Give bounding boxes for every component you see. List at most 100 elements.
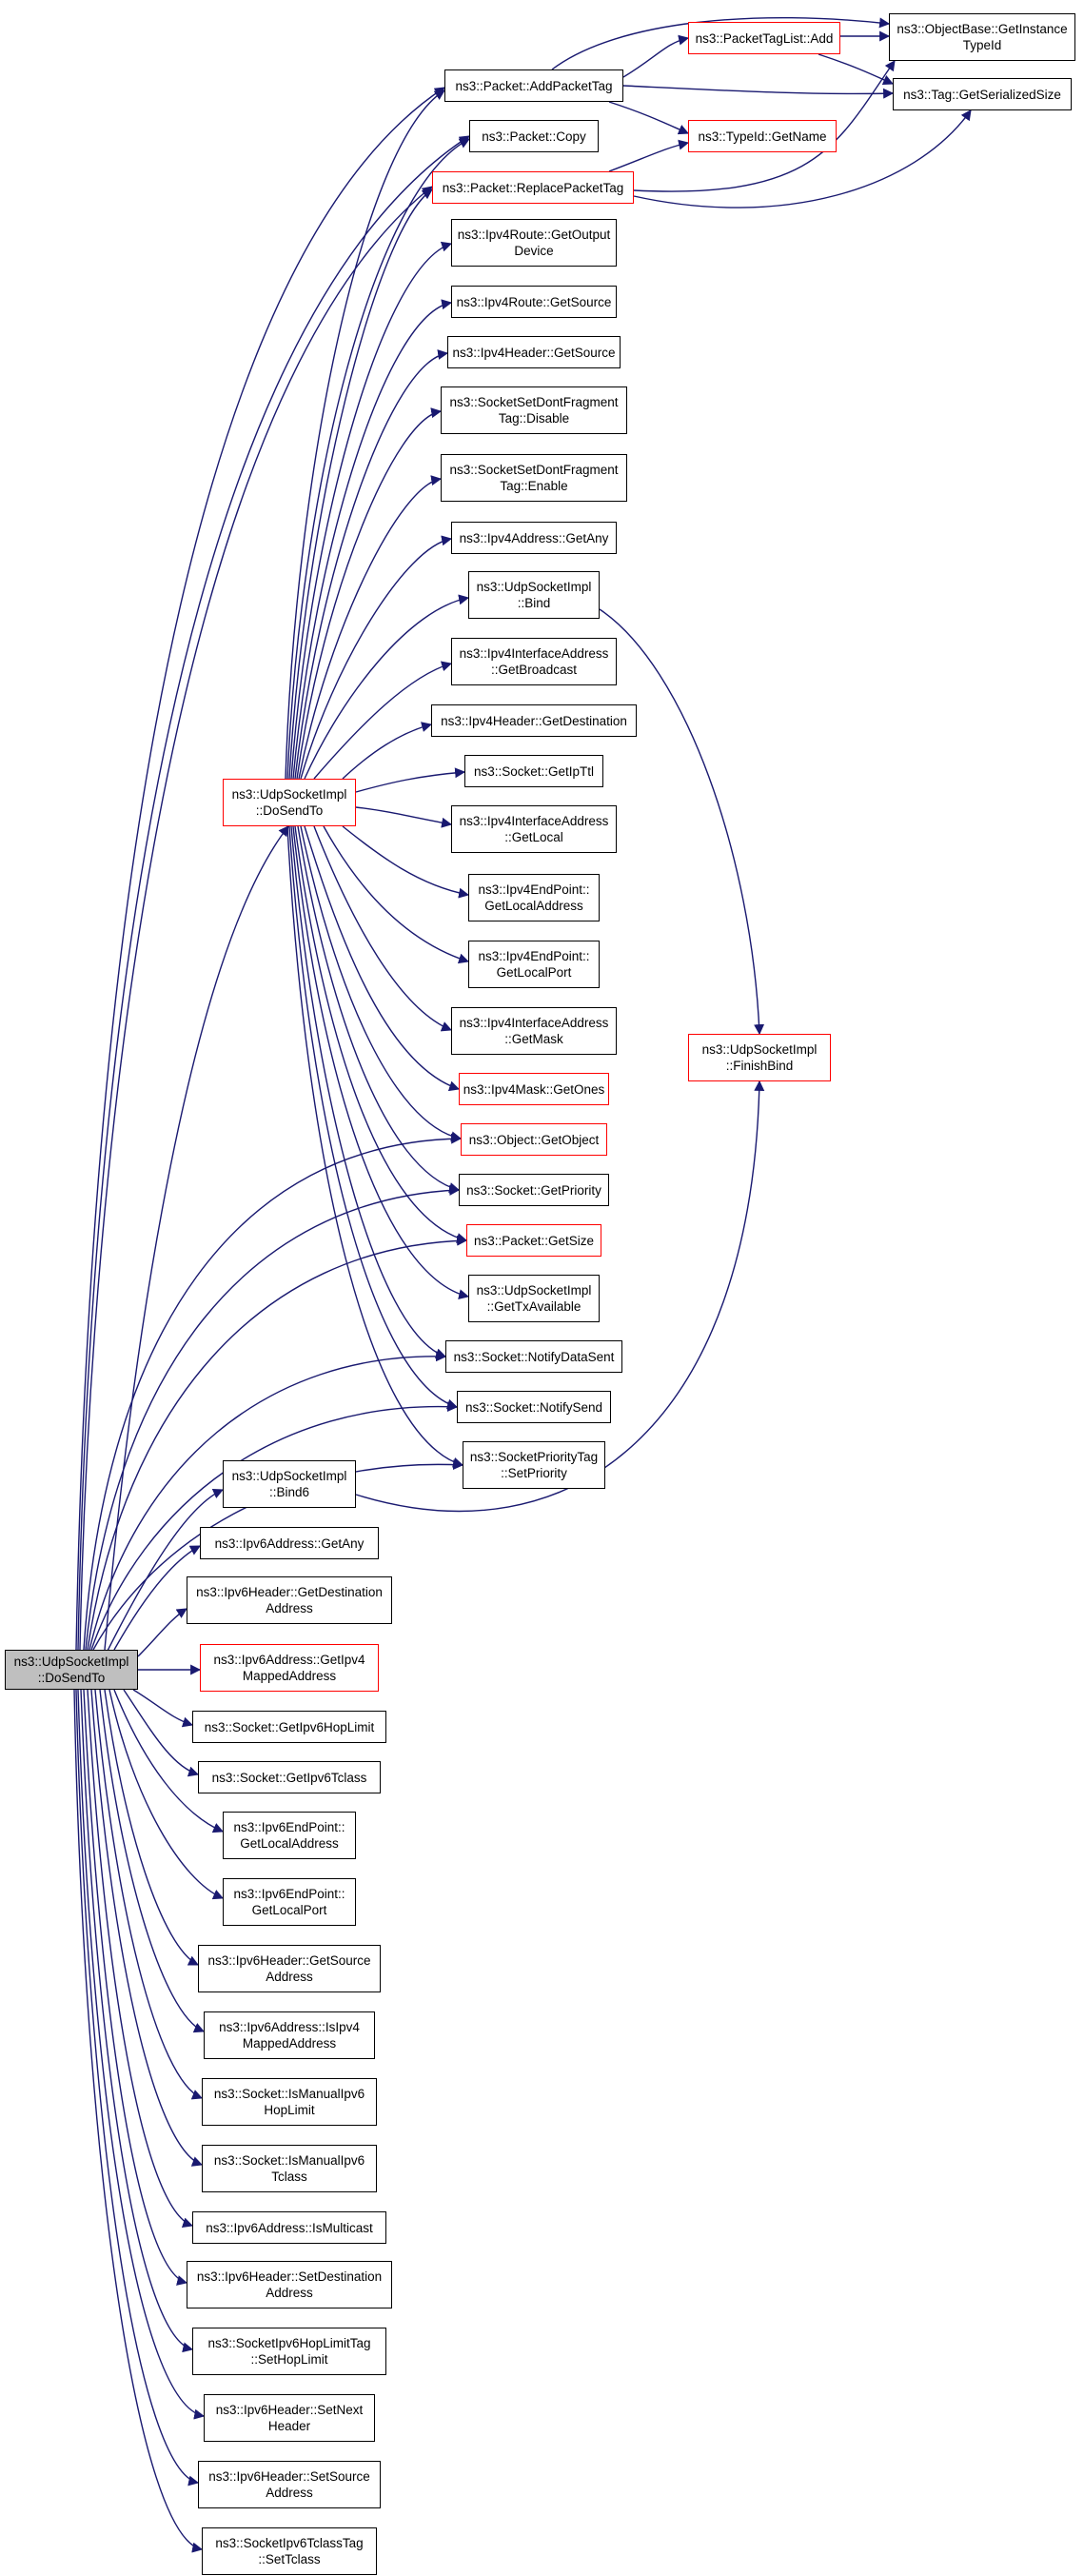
node-socketipv6hoplimittag-sethoplimit[interactable]: ns3::SocketIpv6HopLimitTag::SetHopLimit bbox=[192, 2328, 386, 2375]
edge-root-ismulticast bbox=[87, 1689, 194, 2228]
edge-root-ismanualtclass bbox=[90, 1689, 204, 2167]
node-udpsocketimpl-gettxavailable[interactable]: ns3::UdpSocketImpl::GetTxAvailable bbox=[468, 1275, 600, 1322]
edge-apt-getname bbox=[608, 101, 690, 135]
node-udpsocketimpl-dosendto-ipv4[interactable]: ns3::UdpSocketImpl::DoSendTo bbox=[223, 779, 356, 826]
edge-ds-dontfrag-disable bbox=[296, 407, 443, 780]
edge-root-copy bbox=[77, 135, 470, 1651]
node-ipv4address-getany[interactable]: ns3::Ipv4Address::GetAny bbox=[451, 522, 617, 554]
node-tag-getserializedsize[interactable]: ns3::Tag::GetSerializedSize bbox=[893, 78, 1072, 110]
edge-bind-finishbind bbox=[599, 608, 765, 1036]
node-socket-getipttl[interactable]: ns3::Socket::GetIpTtl bbox=[464, 755, 603, 787]
edge-ds-notifysend bbox=[288, 825, 459, 1410]
edge-root-ipv6ep-localaddr bbox=[113, 1689, 225, 1833]
edge-root-getsize bbox=[87, 1235, 468, 1651]
node-socket-notifysend[interactable]: ns3::Socket::NotifySend bbox=[457, 1391, 611, 1423]
node-object-getobject[interactable]: ns3::Object::GetObject bbox=[461, 1123, 607, 1156]
edge-root-setnextheader bbox=[77, 1689, 206, 2420]
node-ipv6endpoint-getlocaladdress[interactable]: ns3::Ipv6EndPoint::GetLocalAddress bbox=[223, 1812, 356, 1859]
edge-ds-ipv4ep-localaddr bbox=[342, 825, 470, 899]
edge-root-notifydatasent bbox=[89, 1351, 447, 1651]
node-ipv4header-getsource[interactable]: ns3::Ipv4Header::GetSource bbox=[447, 336, 621, 368]
edge-root-isipv4mapped bbox=[99, 1689, 206, 2033]
node-socket-getipv6hoplimit[interactable]: ns3::Socket::GetIpv6HopLimit bbox=[192, 1711, 386, 1743]
node-ipv6address-ismulticast[interactable]: ns3::Ipv6Address::IsMulticast bbox=[192, 2211, 386, 2244]
edge-ds-getlocal bbox=[355, 806, 453, 828]
edge-ds-getmask bbox=[313, 825, 453, 1032]
node-ipv4mask-getones[interactable]: ns3::Ipv4Mask::GetOnes bbox=[459, 1073, 609, 1105]
edge-root-setdestaddr bbox=[83, 1689, 188, 2286]
edge-root-addpackettag bbox=[75, 87, 445, 1651]
edge-ds-dontfrag-enable bbox=[298, 475, 443, 780]
edge-ds-replacepackettag bbox=[288, 188, 433, 780]
node-ipv4endpoint-getlocaladdress[interactable]: ns3::Ipv4EndPoint::GetLocalAddress bbox=[468, 874, 600, 921]
node-udpsocketimpl-bind6[interactable]: ns3::UdpSocketImpl::Bind6 bbox=[223, 1460, 356, 1508]
node-ipv4route-getsource[interactable]: ns3::Ipv4Route::GetSource bbox=[451, 286, 617, 318]
edge-ds-ipv4route-getsource bbox=[292, 299, 453, 780]
node-ipv6address-getany[interactable]: ns3::Ipv6Address::GetAny bbox=[200, 1527, 379, 1559]
edge-ds-getsize bbox=[294, 825, 468, 1243]
node-udpsocketimpl-bind[interactable]: ns3::UdpSocketImpl::Bind bbox=[468, 571, 600, 619]
edge-root-replacepackettag bbox=[79, 186, 433, 1651]
edge-apt-ptladd bbox=[622, 34, 690, 78]
node-typeid-getname[interactable]: ns3::TypeId::GetName bbox=[688, 120, 837, 152]
node-socketipv6tclasstag-settclass[interactable]: ns3::SocketIpv6TclassTag::SetTclass bbox=[202, 2527, 377, 2575]
edge-rpt-getname bbox=[608, 139, 690, 172]
edge-ds-addpackettag bbox=[285, 89, 445, 780]
edge-ds-getpriority bbox=[297, 825, 461, 1193]
edge-root-bind6 bbox=[104, 1488, 225, 1657]
edge-root-getpriority bbox=[85, 1184, 461, 1651]
node-packet-addpackettag[interactable]: ns3::Packet::AddPacketTag bbox=[444, 69, 623, 102]
edge-root-getobject bbox=[83, 1133, 463, 1651]
node-udpsocketimpl-finishbind[interactable]: ns3::UdpSocketImpl::FinishBind bbox=[688, 1034, 831, 1081]
edge-ds-gettxavailable bbox=[292, 825, 470, 1300]
edge-root-getipv6tclass bbox=[123, 1689, 200, 1777]
node-packet-replacepackettag[interactable]: ns3::Packet::ReplacePacketTag bbox=[432, 171, 634, 204]
edge-root-ipv6ep-localport bbox=[108, 1689, 225, 1900]
node-packettaglist-add[interactable]: ns3::PacketTagList::Add bbox=[688, 22, 840, 54]
edge-ds-ipv4-getany bbox=[300, 535, 453, 780]
edge-root-settclass bbox=[73, 1689, 204, 2553]
edge-root-sethoplimit bbox=[80, 1689, 194, 2353]
edge-ds-notifydatasent bbox=[290, 825, 447, 1358]
node-root-dosendto: ns3::UdpSocketImpl::DoSendTo bbox=[5, 1650, 138, 1690]
edge-ptladd-getserializedsize bbox=[818, 53, 895, 86]
node-socket-getpriority[interactable]: ns3::Socket::GetPriority bbox=[459, 1174, 609, 1206]
edge-root-dosendto-ipv4 bbox=[104, 825, 289, 1651]
edge-apt-getserializedsize bbox=[622, 85, 895, 99]
edge-root-setsourceaddr bbox=[75, 1689, 200, 2487]
node-ipv6endpoint-getlocalport[interactable]: ns3::Ipv6EndPoint::GetLocalPort bbox=[223, 1878, 356, 1926]
edge-ds-getobject bbox=[300, 825, 463, 1142]
edge-rpt-getserializedsize bbox=[633, 109, 972, 208]
edge-ds-ipv4ep-localport bbox=[323, 825, 470, 964]
node-ipv4endpoint-getlocalport[interactable]: ns3::Ipv4EndPoint::GetLocalPort bbox=[468, 941, 600, 988]
edge-root-setpriority bbox=[92, 1459, 464, 1651]
edge-ds-bind bbox=[304, 594, 470, 780]
node-socket-getipv6tclass[interactable]: ns3::Socket::GetIpv6Tclass bbox=[198, 1761, 381, 1793]
node-ipv4interfaceaddress-getbroadcast[interactable]: ns3::Ipv4InterfaceAddress::GetBroadcast bbox=[451, 638, 617, 685]
edge-ds-ipv4header-getsource bbox=[294, 349, 449, 780]
node-ipv4interfaceaddress-getmask[interactable]: ns3::Ipv4InterfaceAddress::GetMask bbox=[451, 1007, 617, 1055]
node-packet-getsize[interactable]: ns3::Packet::GetSize bbox=[466, 1224, 601, 1257]
node-ipv4interfaceaddress-getlocal[interactable]: ns3::Ipv4InterfaceAddress::GetLocal bbox=[451, 805, 617, 853]
node-socketprioritytag-setpriority[interactable]: ns3::SocketPriorityTag::SetPriority bbox=[463, 1441, 605, 1489]
node-packet-copy[interactable]: ns3::Packet::Copy bbox=[469, 120, 599, 152]
edge-bind6-finishbind bbox=[355, 1080, 765, 1513]
node-socket-notifydatasent[interactable]: ns3::Socket::NotifyDataSent bbox=[445, 1340, 622, 1373]
node-ipv4header-getdestination[interactable]: ns3::Ipv4Header::GetDestination bbox=[431, 704, 637, 737]
edge-root-ismanualhoplimit bbox=[94, 1689, 204, 2100]
edge-ds-getoutputdevice bbox=[290, 241, 453, 780]
